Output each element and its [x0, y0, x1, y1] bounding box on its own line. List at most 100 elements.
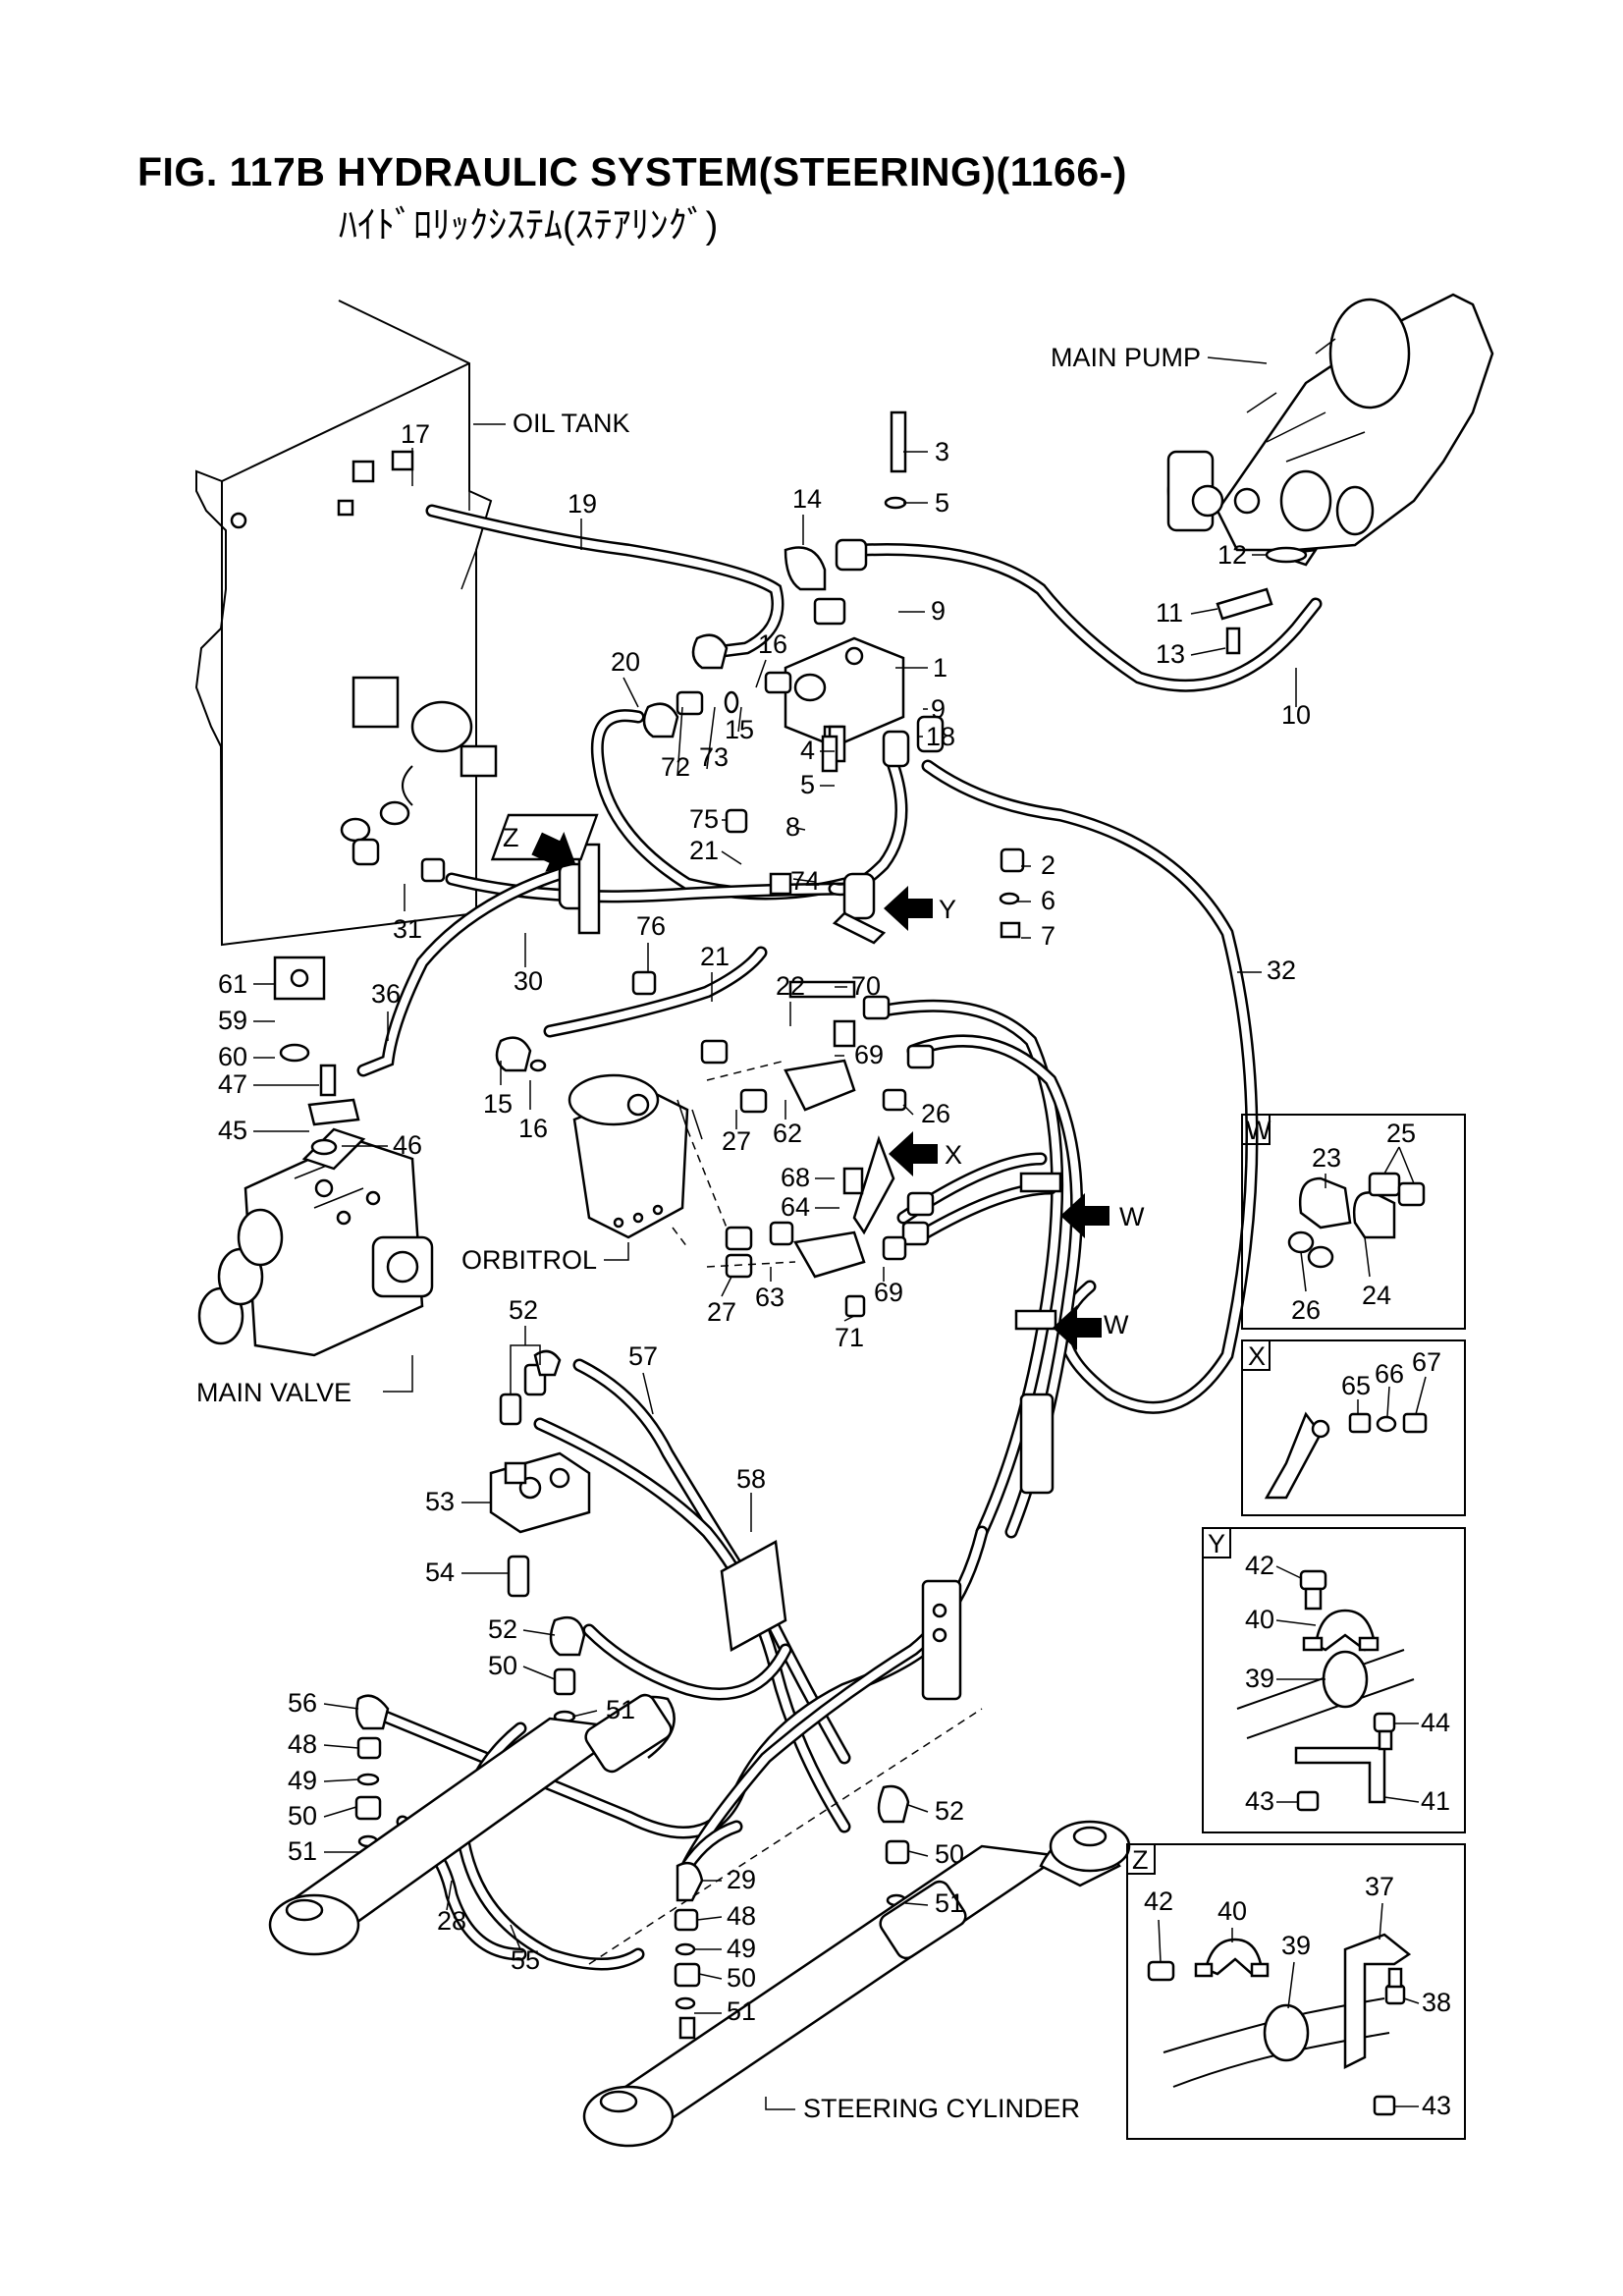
part-72: 72	[661, 752, 690, 782]
view-arrow-y-label: Y	[939, 895, 956, 924]
part-21a: 21	[689, 836, 719, 865]
view-arrow-x-label: X	[945, 1140, 962, 1170]
detail-view-x: X 65 66 67	[1241, 1339, 1466, 1516]
part-21b: 21	[700, 942, 730, 971]
part-50d: 50	[727, 1963, 756, 1993]
part-16b: 16	[518, 1114, 548, 1143]
orbitrol-fittings	[495, 970, 935, 1318]
oil-tank	[194, 300, 498, 947]
detail-y-letter: Y	[1208, 1529, 1225, 1558]
view-arrow-w-upper: W	[1060, 1193, 1145, 1238]
clamps	[558, 843, 1062, 1701]
leader-lines	[253, 448, 1297, 2014]
orbitrol	[568, 1073, 703, 1239]
part-71: 71	[835, 1323, 864, 1352]
part-30: 30	[514, 966, 543, 996]
part-59: 59	[218, 1006, 247, 1035]
view-arrow-w2-label: W	[1104, 1310, 1129, 1339]
part-75: 75	[689, 804, 719, 834]
part-56: 56	[288, 1688, 317, 1718]
part-68: 68	[781, 1163, 810, 1192]
part-27b: 27	[707, 1297, 736, 1327]
part-58: 58	[736, 1464, 766, 1494]
orbitrol-label: ORBITROL	[461, 1245, 597, 1275]
detail-w-part-24: 24	[1362, 1281, 1391, 1310]
valve-fittings	[337, 410, 1308, 939]
detail-view-y: Y 42 40 39 44 43 41	[1202, 1527, 1466, 1833]
detail-y-part-44: 44	[1421, 1708, 1450, 1737]
detail-w-letter: W	[1246, 1116, 1271, 1145]
part-69b: 69	[874, 1278, 903, 1307]
part-1: 1	[933, 653, 947, 683]
part-3: 3	[935, 437, 949, 466]
part-73: 73	[699, 742, 729, 772]
part-47: 47	[218, 1069, 247, 1099]
part-26: 26	[921, 1099, 950, 1128]
part-11: 11	[1156, 598, 1183, 628]
detail-w-part-25: 25	[1386, 1119, 1416, 1148]
part-17: 17	[401, 419, 430, 449]
oil-tank-label: OIL TANK	[513, 409, 630, 438]
steering-cylinder-label: STEERING CYLINDER	[803, 2094, 1080, 2123]
part-48a: 48	[288, 1729, 317, 1759]
part-63: 63	[755, 1283, 784, 1312]
part-48b: 48	[727, 1901, 756, 1931]
part-labels: 3 5 14 9 1 9 18 12 11 13 10 17 19 20 16 …	[218, 419, 1311, 2026]
part-54: 54	[425, 1558, 455, 1587]
detail-z-part-39: 39	[1281, 1931, 1311, 1960]
part-49a: 49	[288, 1766, 317, 1795]
part-61: 61	[218, 969, 247, 999]
detail-w-part-23: 23	[1312, 1143, 1341, 1173]
main-pump	[1166, 293, 1494, 567]
part-19: 19	[568, 489, 597, 519]
part-51c: 51	[935, 1888, 964, 1918]
part-28: 28	[437, 1906, 466, 1936]
detail-x-part-65: 65	[1341, 1371, 1371, 1400]
detail-x-part-67: 67	[1412, 1347, 1441, 1377]
part-29: 29	[727, 1865, 756, 1894]
part-5b: 5	[800, 770, 815, 799]
part-57: 57	[628, 1341, 658, 1371]
detail-z-part-40: 40	[1217, 1896, 1247, 1926]
part-50b: 50	[288, 1801, 317, 1831]
part-46: 46	[393, 1130, 422, 1160]
part-50a: 50	[488, 1651, 517, 1680]
view-arrow-z-label: Z	[503, 823, 519, 852]
part-70: 70	[851, 971, 881, 1001]
part-51d: 51	[727, 1996, 756, 2026]
detail-z-part-43: 43	[1422, 2091, 1451, 2120]
part-9b: 9	[931, 694, 946, 724]
priority-valve	[784, 636, 945, 768]
part-4: 4	[800, 736, 815, 765]
part-22: 22	[776, 971, 805, 1001]
part-5a: 5	[935, 488, 949, 518]
part-27a: 27	[722, 1126, 751, 1156]
part-60: 60	[218, 1042, 247, 1071]
part-36: 36	[371, 979, 401, 1009]
figure-subtitle: ﾊｲﾄﾞﾛﾘｯｸｼｽﾃﾑ(ｽﾃｱﾘﾝｸﾞ)	[339, 205, 719, 246]
part-76: 76	[636, 911, 666, 941]
part-8: 8	[785, 812, 800, 842]
detail-y-part-39: 39	[1245, 1664, 1274, 1693]
part-9a: 9	[931, 596, 946, 626]
main-pump-label: MAIN PUMP	[1051, 343, 1201, 372]
detail-y-part-42: 42	[1245, 1551, 1274, 1580]
part-52a: 52	[509, 1295, 538, 1325]
detail-z-part-38: 38	[1422, 1988, 1451, 2017]
view-arrow-x: X	[889, 1131, 962, 1176]
part-14: 14	[792, 484, 822, 514]
main-valve	[197, 1127, 434, 1357]
detail-y-part-41: 41	[1421, 1786, 1450, 1816]
part-52b: 52	[488, 1614, 517, 1644]
detail-w-part-26: 26	[1291, 1295, 1321, 1325]
detail-y-part-40: 40	[1245, 1605, 1274, 1634]
part-16a: 16	[758, 629, 787, 659]
detail-x-letter: X	[1248, 1341, 1266, 1371]
part-55: 55	[511, 1945, 540, 1975]
part-64: 64	[781, 1192, 810, 1222]
detail-view-z: Z 42 40 37 39 38 43	[1126, 1843, 1466, 2140]
detail-z-letter: Z	[1132, 1845, 1149, 1875]
part-32: 32	[1267, 956, 1296, 985]
part-12: 12	[1217, 540, 1247, 570]
